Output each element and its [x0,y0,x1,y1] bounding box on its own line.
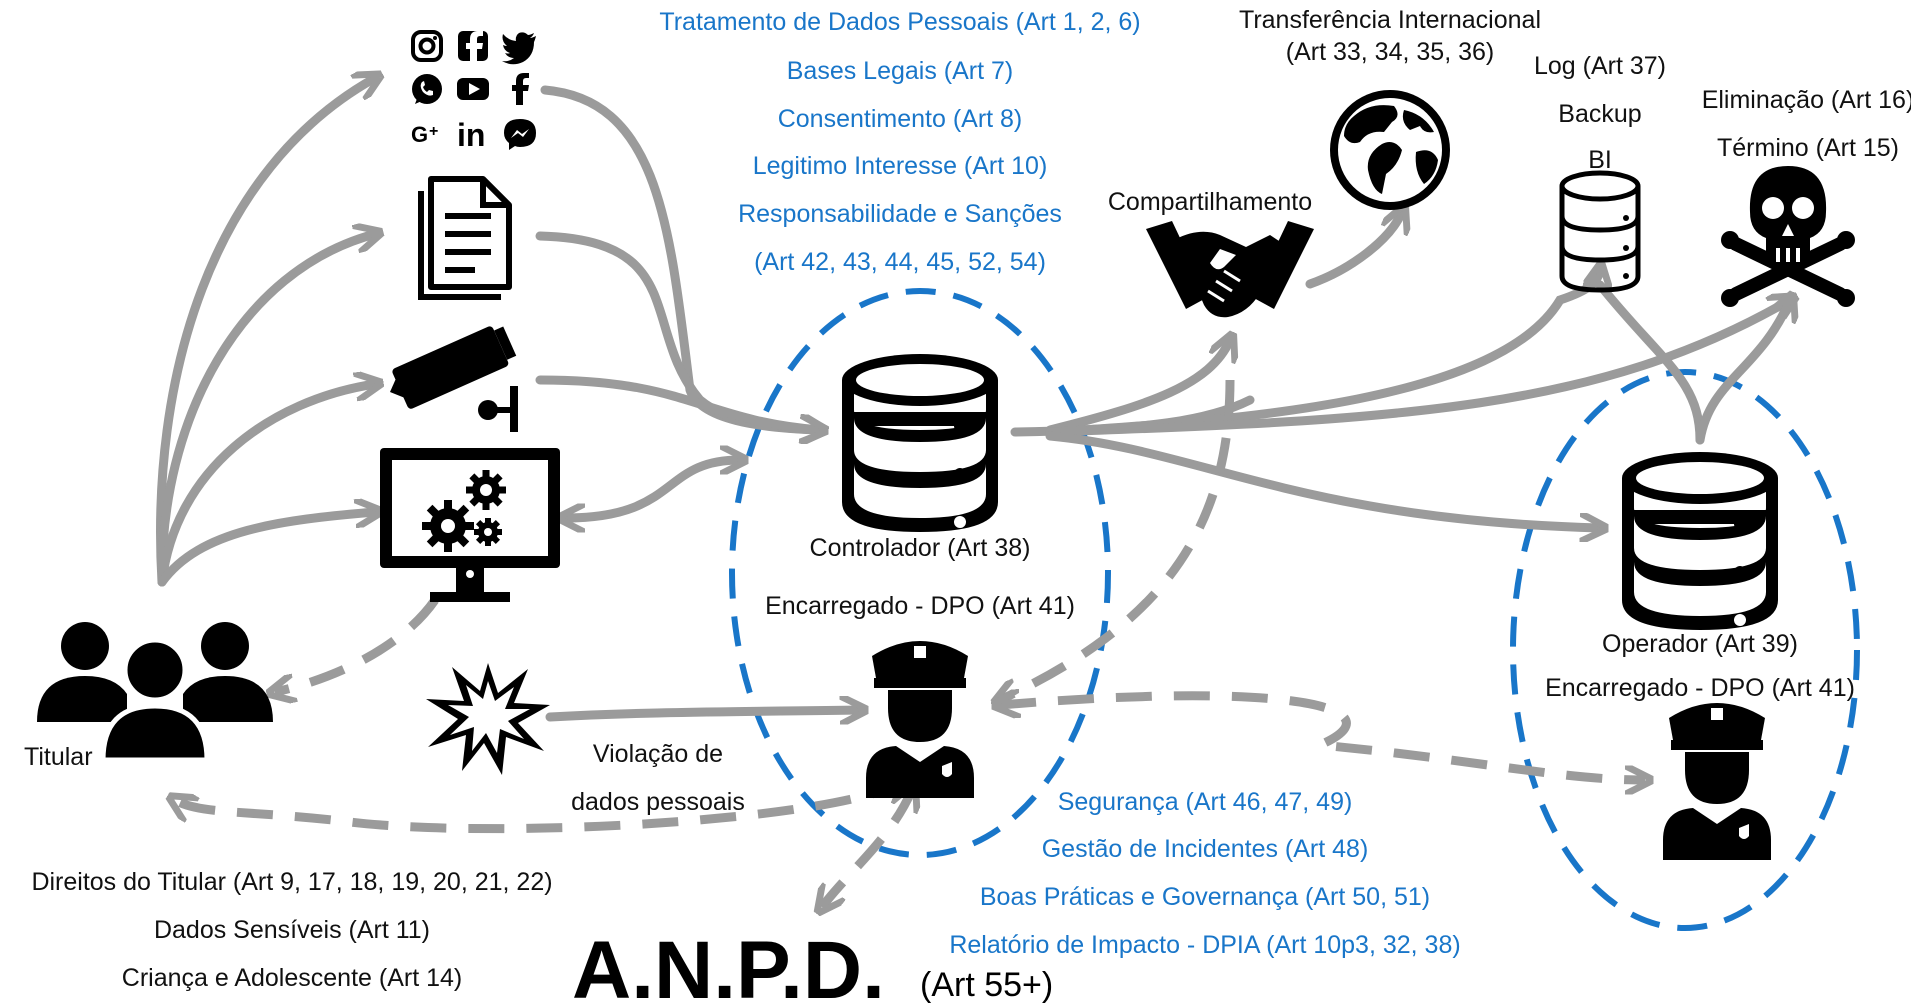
topic-governanca: Boas Práticas e Governança (Art 50, 51) [980,883,1430,911]
storage-backup: Backup [1558,100,1641,128]
google-plus-icon: G + [411,122,438,147]
document-icon [418,176,512,300]
operator-boundary [1510,369,1860,931]
violacao-line2: dados pessoais [571,788,745,816]
group-icon [37,622,273,763]
storage-bi: BI [1588,146,1612,174]
topic-responsabilidade: Responsabilidade e Sanções [738,200,1062,228]
anpd-subtitle: (Art 55+) [920,966,1053,1004]
controller-database-icon [842,354,998,532]
legal-topics-top: Tratamento de Dados Pessoais (Art 1, 2, … [659,8,1140,276]
topic-responsabilidade-arts: (Art 42, 43, 44, 45, 52, 54) [754,248,1046,276]
skull-icon [1721,166,1855,307]
social-media-icons: G + in [411,30,536,153]
topic-incidentes: Gestão de Incidentes (Art 48) [1042,835,1369,863]
svg-text:+: + [429,123,438,140]
topic-seguranca: Segurança (Art 46, 47, 49) [1058,788,1353,816]
titular-note-sensiveis: Dados Sensíveis (Art 11) [154,916,430,944]
dashed-arrows [175,379,1645,907]
storage-label: Log (Art 37) Backup BI [1534,52,1666,174]
topic-tratamento: Tratamento de Dados Pessoais (Art 1, 2, … [659,8,1140,36]
topic-dpia: Relatório de Impacto - DPIA (Art 10p3, 3… [949,931,1460,959]
operador-label: Operador (Art 39) [1602,630,1798,658]
whatsapp-icon [412,74,442,104]
titular-note-crianca: Criança e Adolescente (Art 14) [122,964,462,992]
handshake-icon [1146,221,1314,318]
violacao-label: Violação de dados pessoais [571,740,745,816]
operator-database-icon [1622,452,1778,630]
transferencia-label: Transferência Internacional (Art 33, 34,… [1239,6,1541,66]
youtube-icon [457,78,489,100]
legal-topics-bottom: Segurança (Art 46, 47, 49) Gestão de Inc… [949,788,1460,959]
transferencia-arts: (Art 33, 34, 35, 36) [1286,38,1494,66]
controller-boundary [729,288,1111,858]
linkedin-icon: in [457,117,485,153]
eliminacao-title: Eliminação (Art 16) [1702,86,1911,114]
compartilhamento-label: Compartilhamento [1108,188,1312,216]
violacao-line1: Violação de [593,740,723,768]
anpd-title: A.N.P.D. [572,925,885,1006]
termino-title: Término (Art 15) [1717,134,1899,162]
explosion-icon [426,663,550,775]
cctv-camera-icon [390,326,518,432]
topic-legitimo-interesse: Legitimo Interesse (Art 10) [753,152,1048,180]
topic-consentimento: Consentimento (Art 8) [778,105,1023,133]
titular-notes: Direitos do Titular (Art 9, 17, 18, 19, … [31,868,552,992]
globe-icon [1330,90,1450,210]
transferencia-title: Transferência Internacional [1239,6,1541,34]
operator-dpo-icon [1663,703,1771,860]
anpd-label: A.N.P.D. (Art 55+) [572,925,1053,1006]
controlador-label: Controlador (Art 38) [810,534,1031,562]
titular-label: Titular [24,743,93,771]
storage-database-icon [1559,170,1641,293]
svg-text:G: G [411,122,428,147]
topic-bases-legais: Bases Legais (Art 7) [787,57,1014,85]
computer-gears-icon [380,448,560,602]
instagram-icon [411,30,443,62]
eliminacao-label: Eliminação (Art 16) Término (Art 15) [1702,86,1911,162]
twitter-icon [502,32,536,65]
facebook-icon [458,31,488,61]
storage-log: Log (Art 37) [1534,52,1666,80]
controller-dpo-icon [866,641,974,798]
controlador-dpo-label: Encarregado - DPO (Art 41) [765,592,1075,620]
operador-dpo-label: Encarregado - DPO (Art 41) [1545,674,1855,702]
titular-note-direitos: Direitos do Titular (Art 9, 17, 18, 19, … [31,868,552,896]
facebook-f-icon [512,73,529,105]
messenger-icon [504,119,536,150]
svg-text:in: in [457,117,485,153]
